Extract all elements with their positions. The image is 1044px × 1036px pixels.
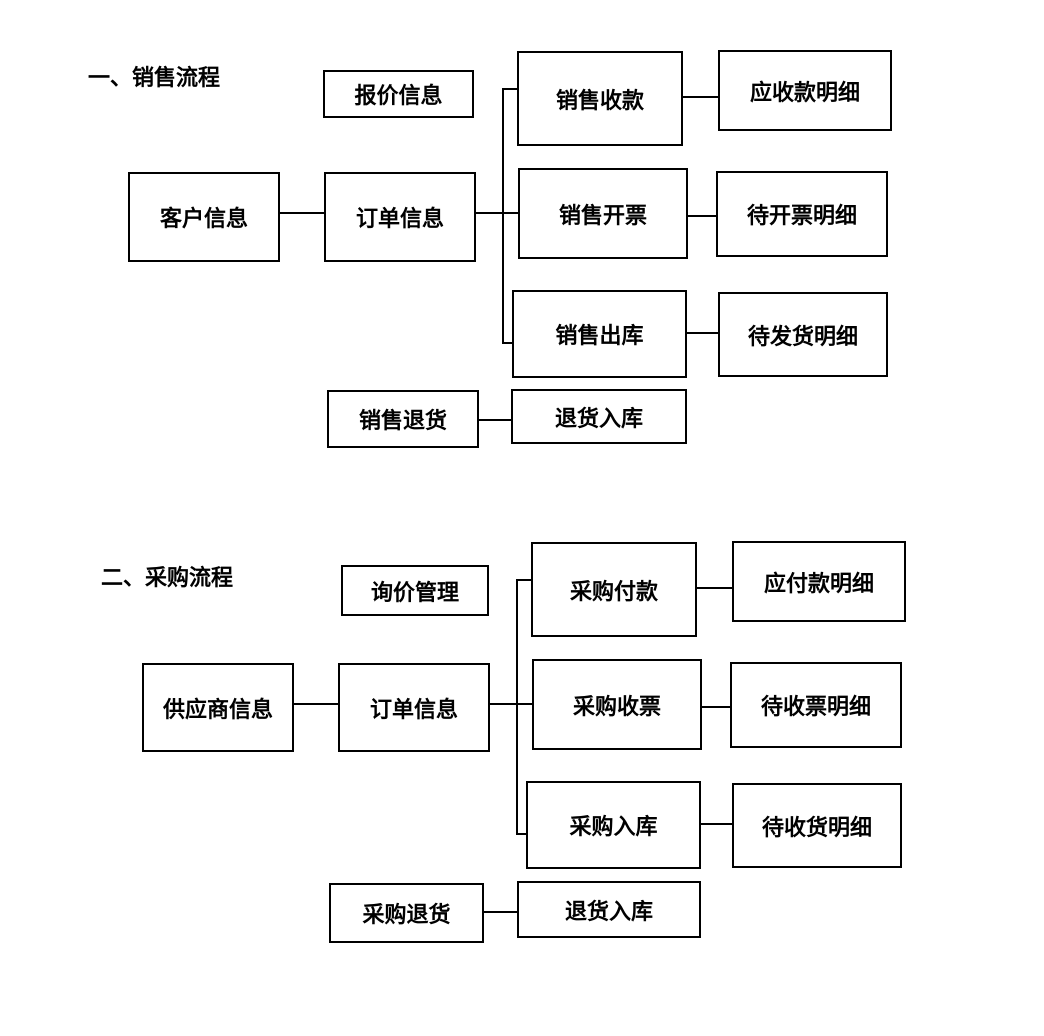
purchase-return-inbound-box: 退货入库 [517,881,701,938]
connector-purchase-order-bracket [490,703,532,705]
connector-purchase-return-inbound [484,911,518,913]
purchase-payable-box: 应付款明细 [732,541,906,622]
connector-sales-bracket [502,88,504,344]
sales-invoicing-box: 销售开票 [518,168,688,259]
purchase-order-box: 订单信息 [338,663,490,752]
connector-collection-receivable [683,96,719,98]
connector-supplier-order [294,703,338,705]
connector-bracket-inbound [516,833,528,835]
purchase-payment-box: 采购付款 [531,542,697,637]
purchase-inbound-box: 采购入库 [526,781,701,869]
connector-bracket-payment [516,579,531,581]
connector-purchase-bracket [516,579,518,835]
purchase-supplier-box: 供应商信息 [142,663,294,752]
connector-customer-order [280,212,324,214]
connector-payment-payable [697,587,733,589]
sales-return-box: 销售退货 [327,390,479,448]
connector-invoicing-pending [688,215,717,217]
sales-receivable-box: 应收款明细 [718,50,892,131]
connector-bracket-outbound [502,342,514,344]
sales-section-title: 一、销售流程 [88,66,221,91]
sales-quote-box: 报价信息 [323,70,474,118]
purchase-invoice-receipt-box: 采购收票 [532,659,702,750]
sales-pending-invoice-box: 待开票明细 [716,171,888,257]
sales-order-box: 订单信息 [324,172,476,262]
sales-pending-shipment-box: 待发货明细 [718,292,888,377]
connector-bracket-collection [502,88,517,90]
sales-outbound-box: 销售出库 [512,290,687,378]
sales-return-inbound-box: 退货入库 [511,389,687,444]
purchase-inquiry-box: 询价管理 [341,565,489,616]
purchase-return-box: 采购退货 [329,883,484,943]
connector-outbound-pending [687,332,719,334]
connector-return-inbound [479,419,512,421]
sales-collection-box: 销售收款 [517,51,683,146]
connector-receipt-pending [702,706,731,708]
connector-order-bracket [476,212,518,214]
purchase-section-title: 二、采购流程 [101,566,234,591]
sales-customer-box: 客户信息 [128,172,280,262]
purchase-pending-invoice-box: 待收票明细 [730,662,902,748]
connector-inbound-pending [701,823,733,825]
purchase-pending-goods-box: 待收货明细 [732,783,902,868]
